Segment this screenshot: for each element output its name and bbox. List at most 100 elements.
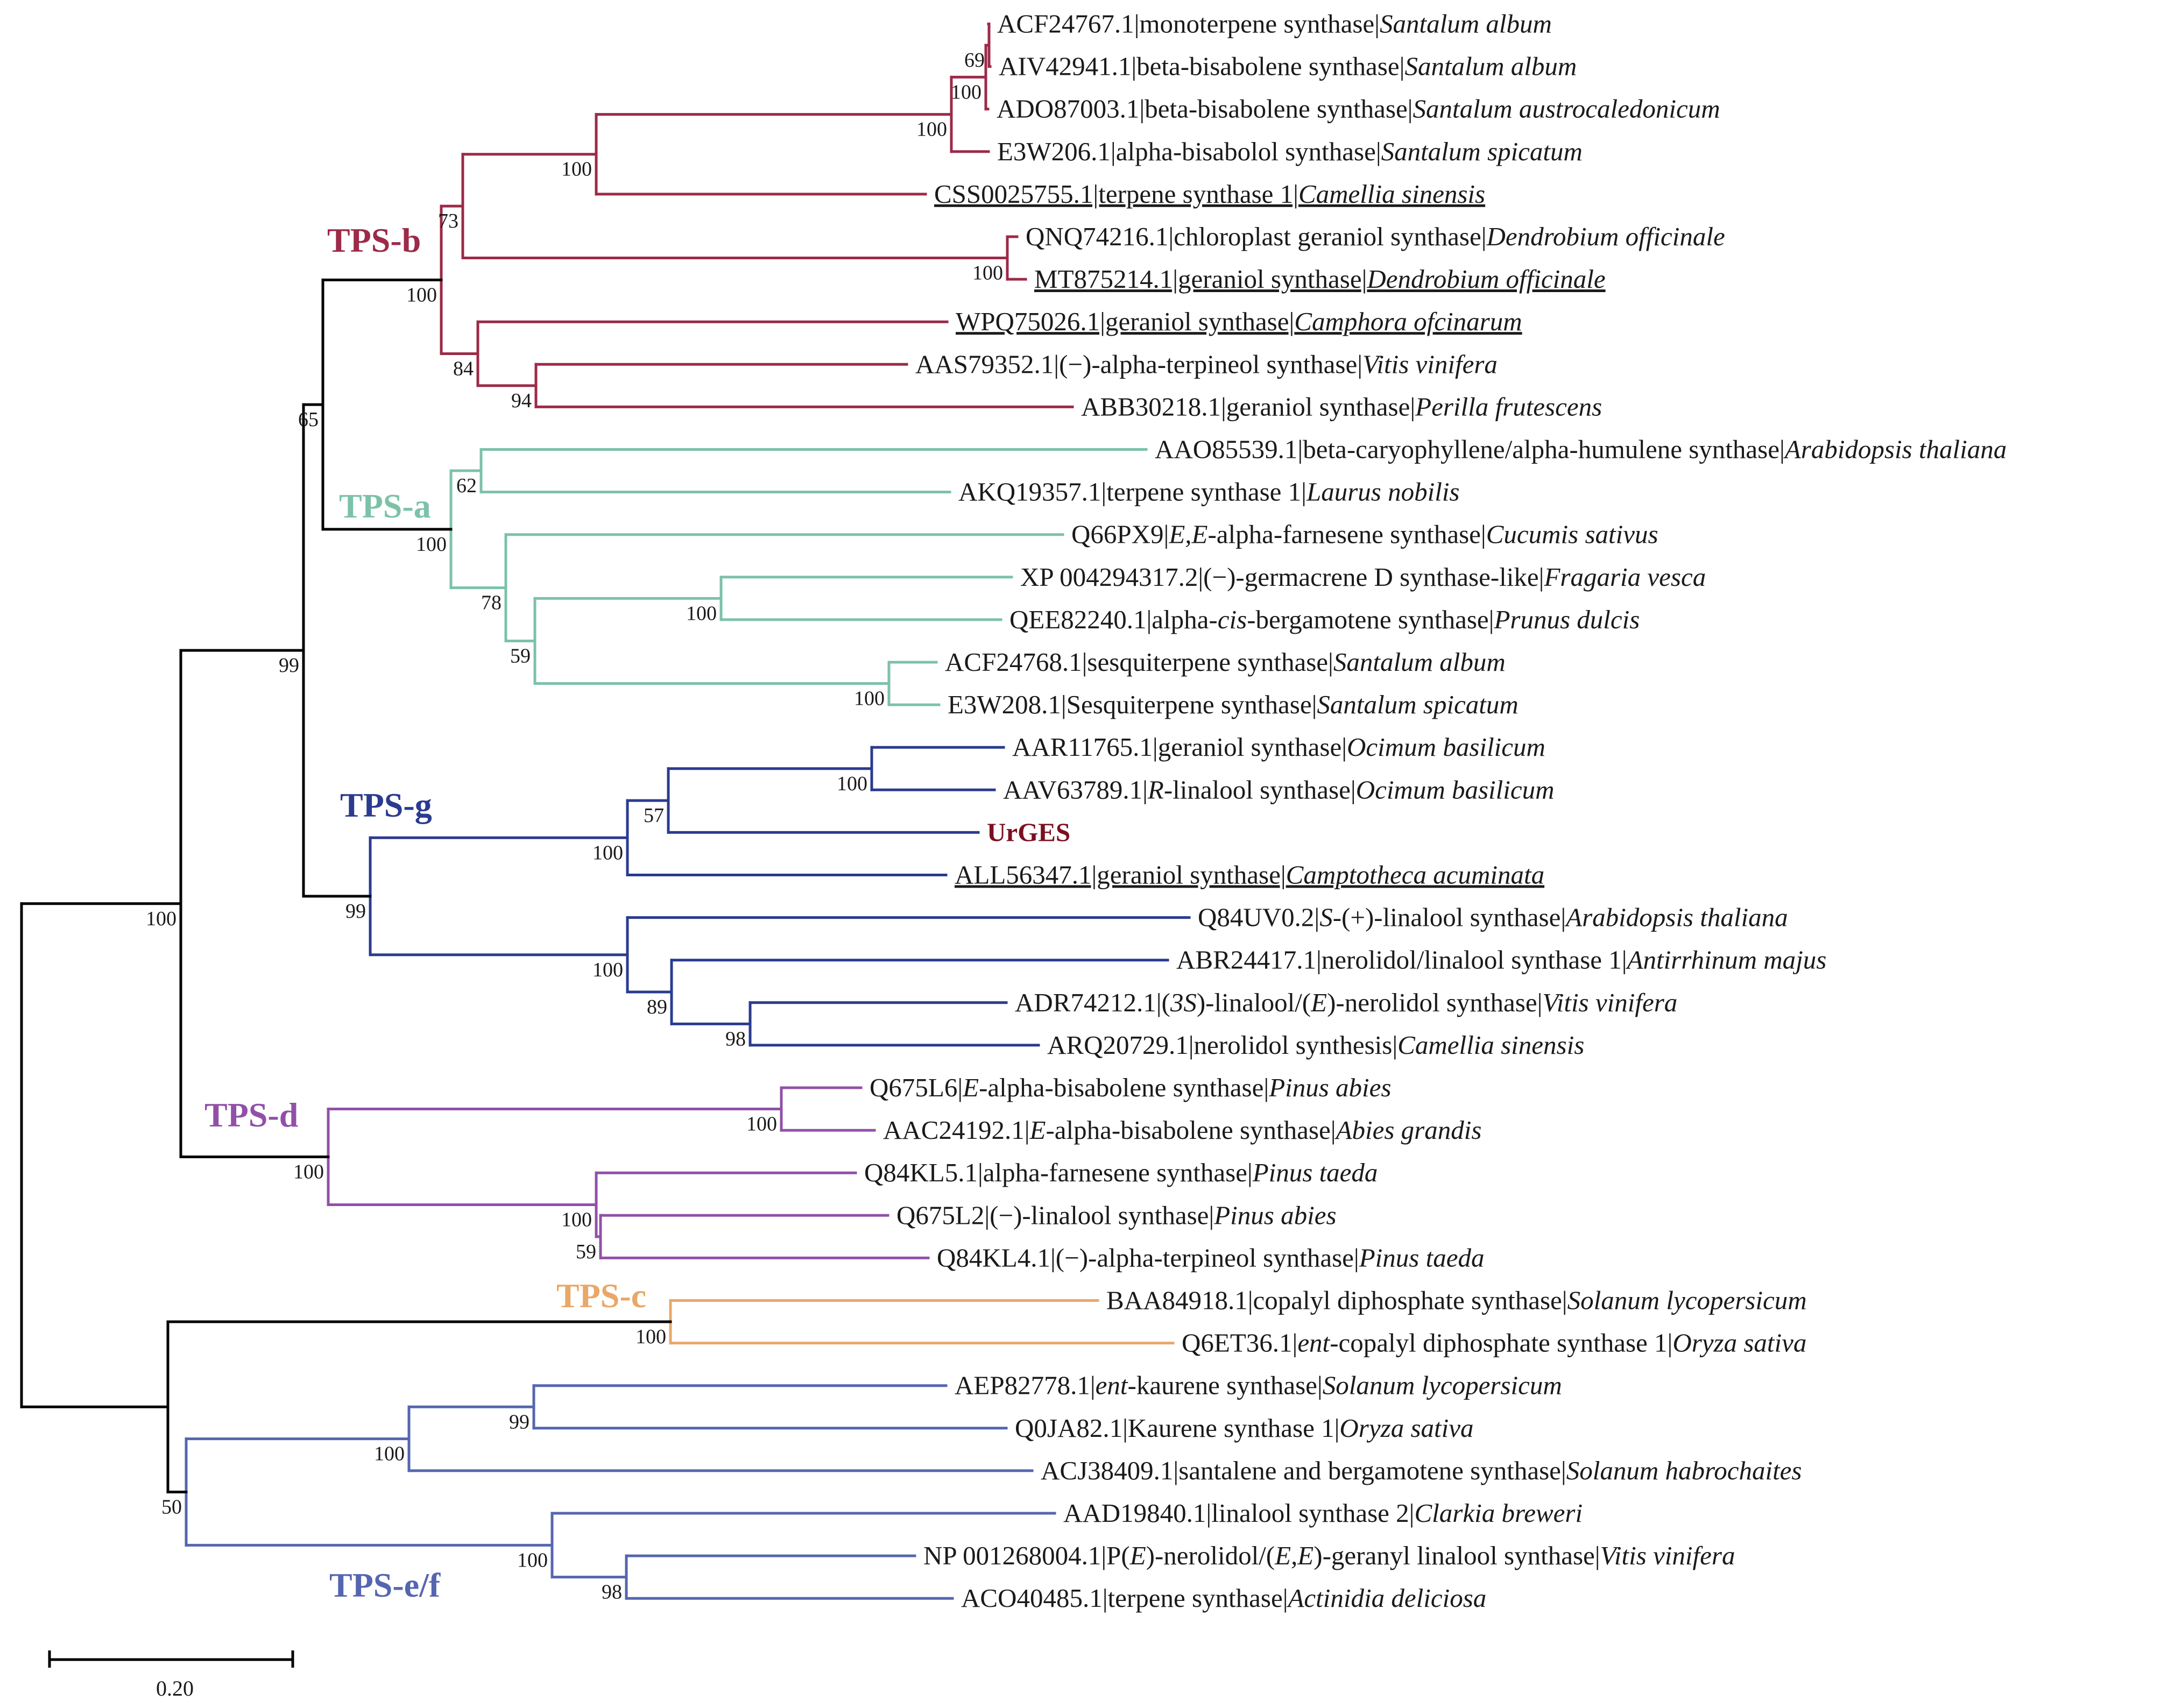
taxon-text-part: ABB30218.1|geraniol synthase| [1081,392,1415,421]
taxon-italic-part: ent [1096,1371,1128,1400]
taxon-italic-part: Santalum austrocaledonicum [1413,94,1720,124]
bootstrap-value: 100 [561,1209,592,1231]
taxon-italic-part: E,E [1274,1541,1314,1570]
taxon-text-part: ACF24767.1|monoterpene synthase| [997,9,1380,39]
taxon-text-part: )-linalool/( [1197,988,1311,1017]
taxon-label: AIV42941.1|beta-bisabolene synthase|Sant… [999,52,1577,81]
taxon-label: ADO87003.1|beta-bisabolene synthase|Sant… [997,94,1720,124]
taxon-italic-part: E [1129,1541,1146,1570]
taxon-label: Q84KL4.1|(−)-alpha-terpineol synthase|Pi… [937,1243,1484,1272]
taxon-text-part: AAS79352.1|(−)-alpha-terpineol synthase| [915,349,1362,379]
taxon-label: XP 004294317.2|(−)-germacrene D synthase… [1020,562,1706,592]
taxon-label: Q66PX9|E,E-alpha-farnesene synthase|Cucu… [1071,520,1658,549]
bootstrap-value: 84 [453,358,474,380]
taxon-label: BAA84918.1|copalyl diphosphate synthase|… [1106,1286,1807,1315]
taxon-label: AAD19840.1|linalool synthase 2|Clarkia b… [1063,1498,1583,1528]
taxon-italic-part: Clarkia breweri [1414,1498,1583,1528]
taxon-text-part: WPQ75026.1|geraniol synthase| [956,307,1294,336]
taxon-italic-part: Antirrhinum majus [1626,945,1827,975]
taxon-label: Q6ET36.1|ent-copalyl diphosphate synthas… [1182,1328,1806,1358]
taxon-text-part: -bergamotene synthase| [1247,605,1494,634]
taxon-italic-part: Vitis vinifera [1542,988,1677,1017]
taxon-text-part: Q675L2|(−)-linalool synthase| [896,1200,1214,1230]
taxon-italic-part: E [1029,1115,1046,1145]
bootstrap-value: 100 [686,602,717,625]
taxon-label: Q84UV0.2|S-(+)-linalool synthase|Arabido… [1198,903,1788,932]
taxon-italic-part: Ocimum basilicum [1356,775,1555,804]
taxon-italic-part: Cucumis sativus [1486,520,1658,549]
taxon-labels: ACF24767.1|monoterpene synthase| Santalum… [864,9,2007,1613]
taxon-italic-part: Actinidia deliciosa [1287,1583,1487,1613]
bootstrap-value: 100 [592,959,623,981]
taxon-text-part: XP 004294317.2|(−)-germacrene D synthase… [1020,562,1544,592]
taxon-text-part: -kaurene synthase| [1128,1371,1323,1400]
bootstrap-value: 100 [293,1161,324,1183]
taxon-italic-part: Santalum album [1333,647,1506,677]
taxon-text-part: UrGES [987,817,1070,847]
taxon-italic-part: Camptotheca acuminata [1286,860,1544,890]
taxon-italic-part: Fragaria vesca [1543,562,1706,592]
taxon-italic-part: Solanum habrochaites [1566,1456,1802,1485]
taxon-text-part: ACO40485.1|terpene synthase| [961,1583,1288,1613]
taxon-label: E3W206.1|alpha-bisabolol synthase|Santal… [997,137,1583,166]
bootstrap-value: 100 [837,773,867,795]
taxon-text-part: ALL56347.1|geraniol synthase| [955,860,1286,890]
taxon-text-part: MT875214.1|geraniol synthase| [1034,264,1367,294]
taxon-label: QNQ74216.1|chloroplast geraniol synthase… [1026,222,1725,251]
taxon-label: Q84KL5.1|alpha-farnesene synthase|Pinus … [864,1158,1378,1187]
taxon-text-part: AAD19840.1|linalool synthase 2| [1063,1498,1414,1528]
taxon-italic-part: Pinus abies [1268,1073,1391,1102]
bootstrap-value: 100 [635,1326,666,1348]
taxon-italic-part: Santalum album [1404,52,1577,81]
bootstrap-value: 69 [964,49,985,72]
scale-bar: 0.20 [48,1650,294,1700]
taxon-text-part: -alpha-bisabolene synthase| [1046,1115,1336,1145]
taxon-label: ACJ38409.1|santalene and bergamotene syn… [1041,1456,1802,1485]
bootstrap-value: 62 [456,474,477,497]
taxon-label: QEE82240.1|alpha-cis-bergamotene synthas… [1009,605,1640,634]
bootstrap-value: 59 [510,644,531,667]
taxon-text-part: AAO85539.1|beta-caryophyllene/alpha-humu… [1155,435,1785,464]
taxon-label: E3W208.1|Sesquiterpene synthase|Santalum… [948,690,1519,719]
bootstrap-values: 6910010010073100100948465621001005978100… [146,49,1003,1604]
taxon-text-part: -linalool synthase| [1164,775,1356,804]
taxon-text-part: -alpha-farnesene synthase| [1207,520,1486,549]
bootstrap-value: 100 [374,1443,405,1465]
bootstrap-value: 100 [517,1549,548,1571]
taxon-label: ACO40485.1|terpene synthase|Actinidia de… [961,1583,1486,1613]
clade-label-tps-d: TPS-d [204,1096,298,1134]
taxon-text-part: CSS0025755.1|terpene synthase 1| [934,179,1298,209]
taxon-label: Q0JA82.1|Kaurene synthase 1|Oryza sativa [1015,1413,1474,1443]
clade-label-tps-a: TPS-a [339,487,431,525]
taxon-text-part: Q6ET36.1| [1182,1328,1297,1358]
taxon-italic-part: Perilla frutescens [1415,392,1602,421]
taxon-label: AKQ19357.1|terpene synthase 1|Laurus nob… [958,477,1460,507]
taxon-text-part: Q84KL5.1|alpha-farnesene synthase| [864,1158,1253,1187]
taxon-italic-part: S [1319,903,1333,932]
taxon-italic-part: 3S [1170,988,1197,1017]
taxon-italic-part: Solanum lycopersicum [1567,1286,1807,1315]
taxon-label: AAO85539.1|beta-caryophyllene/alpha-humu… [1155,435,2007,464]
taxon-label: ACF24768.1|sesquiterpene synthase|Santal… [945,647,1506,677]
scale-bar-label: 0.20 [156,1676,194,1700]
taxon-italic-part: E [1310,988,1327,1017]
bootstrap-value: 100 [416,533,447,556]
taxon-italic-part: Santalum spicatum [1317,690,1518,719]
taxon-italic-part: Camellia sinensis [1397,1030,1584,1060]
taxon-italic-part: Camphora ofcinarum [1294,307,1522,336]
taxon-text-part: )-nerolidol/( [1146,1541,1275,1570]
taxon-italic-part: E,E [1168,520,1207,549]
bootstrap-value: 98 [725,1027,746,1050]
taxon-label: ADR74212.1|(3S)-linalool/(E)-nerolidol s… [1015,988,1677,1017]
taxon-text-part: -copalyl diphosphate synthase 1| [1330,1328,1672,1358]
taxon-text-part: Q675L6| [870,1073,963,1102]
taxon-text-part: ACF24768.1|sesquiterpene synthase| [945,647,1333,677]
taxon-text-part: ABR24417.1|nerolidol/linalool synthase 1… [1176,945,1627,975]
taxon-label: AEP82778.1|ent-kaurene synthase|Solanum … [955,1371,1562,1400]
taxon-label: Q675L6|E-alpha-bisabolene synthase|Pinus… [870,1073,1391,1102]
taxon-label: Q675L2|(−)-linalool synthase|Pinus abies [896,1200,1337,1230]
taxon-label: ABR24417.1|nerolidol/linalool synthase 1… [1176,945,1826,975]
bootstrap-value: 100 [406,284,437,306]
bootstrap-value: 65 [298,408,319,431]
